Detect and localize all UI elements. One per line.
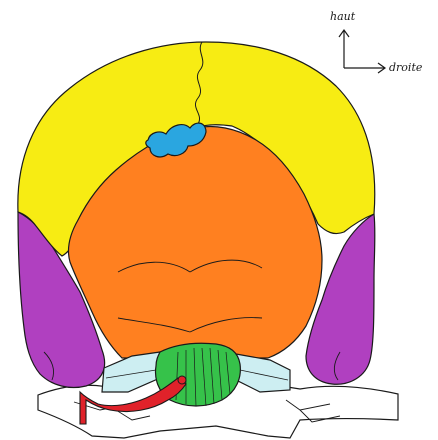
up-right-axes-arrow-icon <box>339 30 385 73</box>
orientation-up-label: haut <box>330 10 356 23</box>
orientation-indicator: haut droite <box>330 10 423 74</box>
orientation-right-label: droite <box>389 61 423 74</box>
